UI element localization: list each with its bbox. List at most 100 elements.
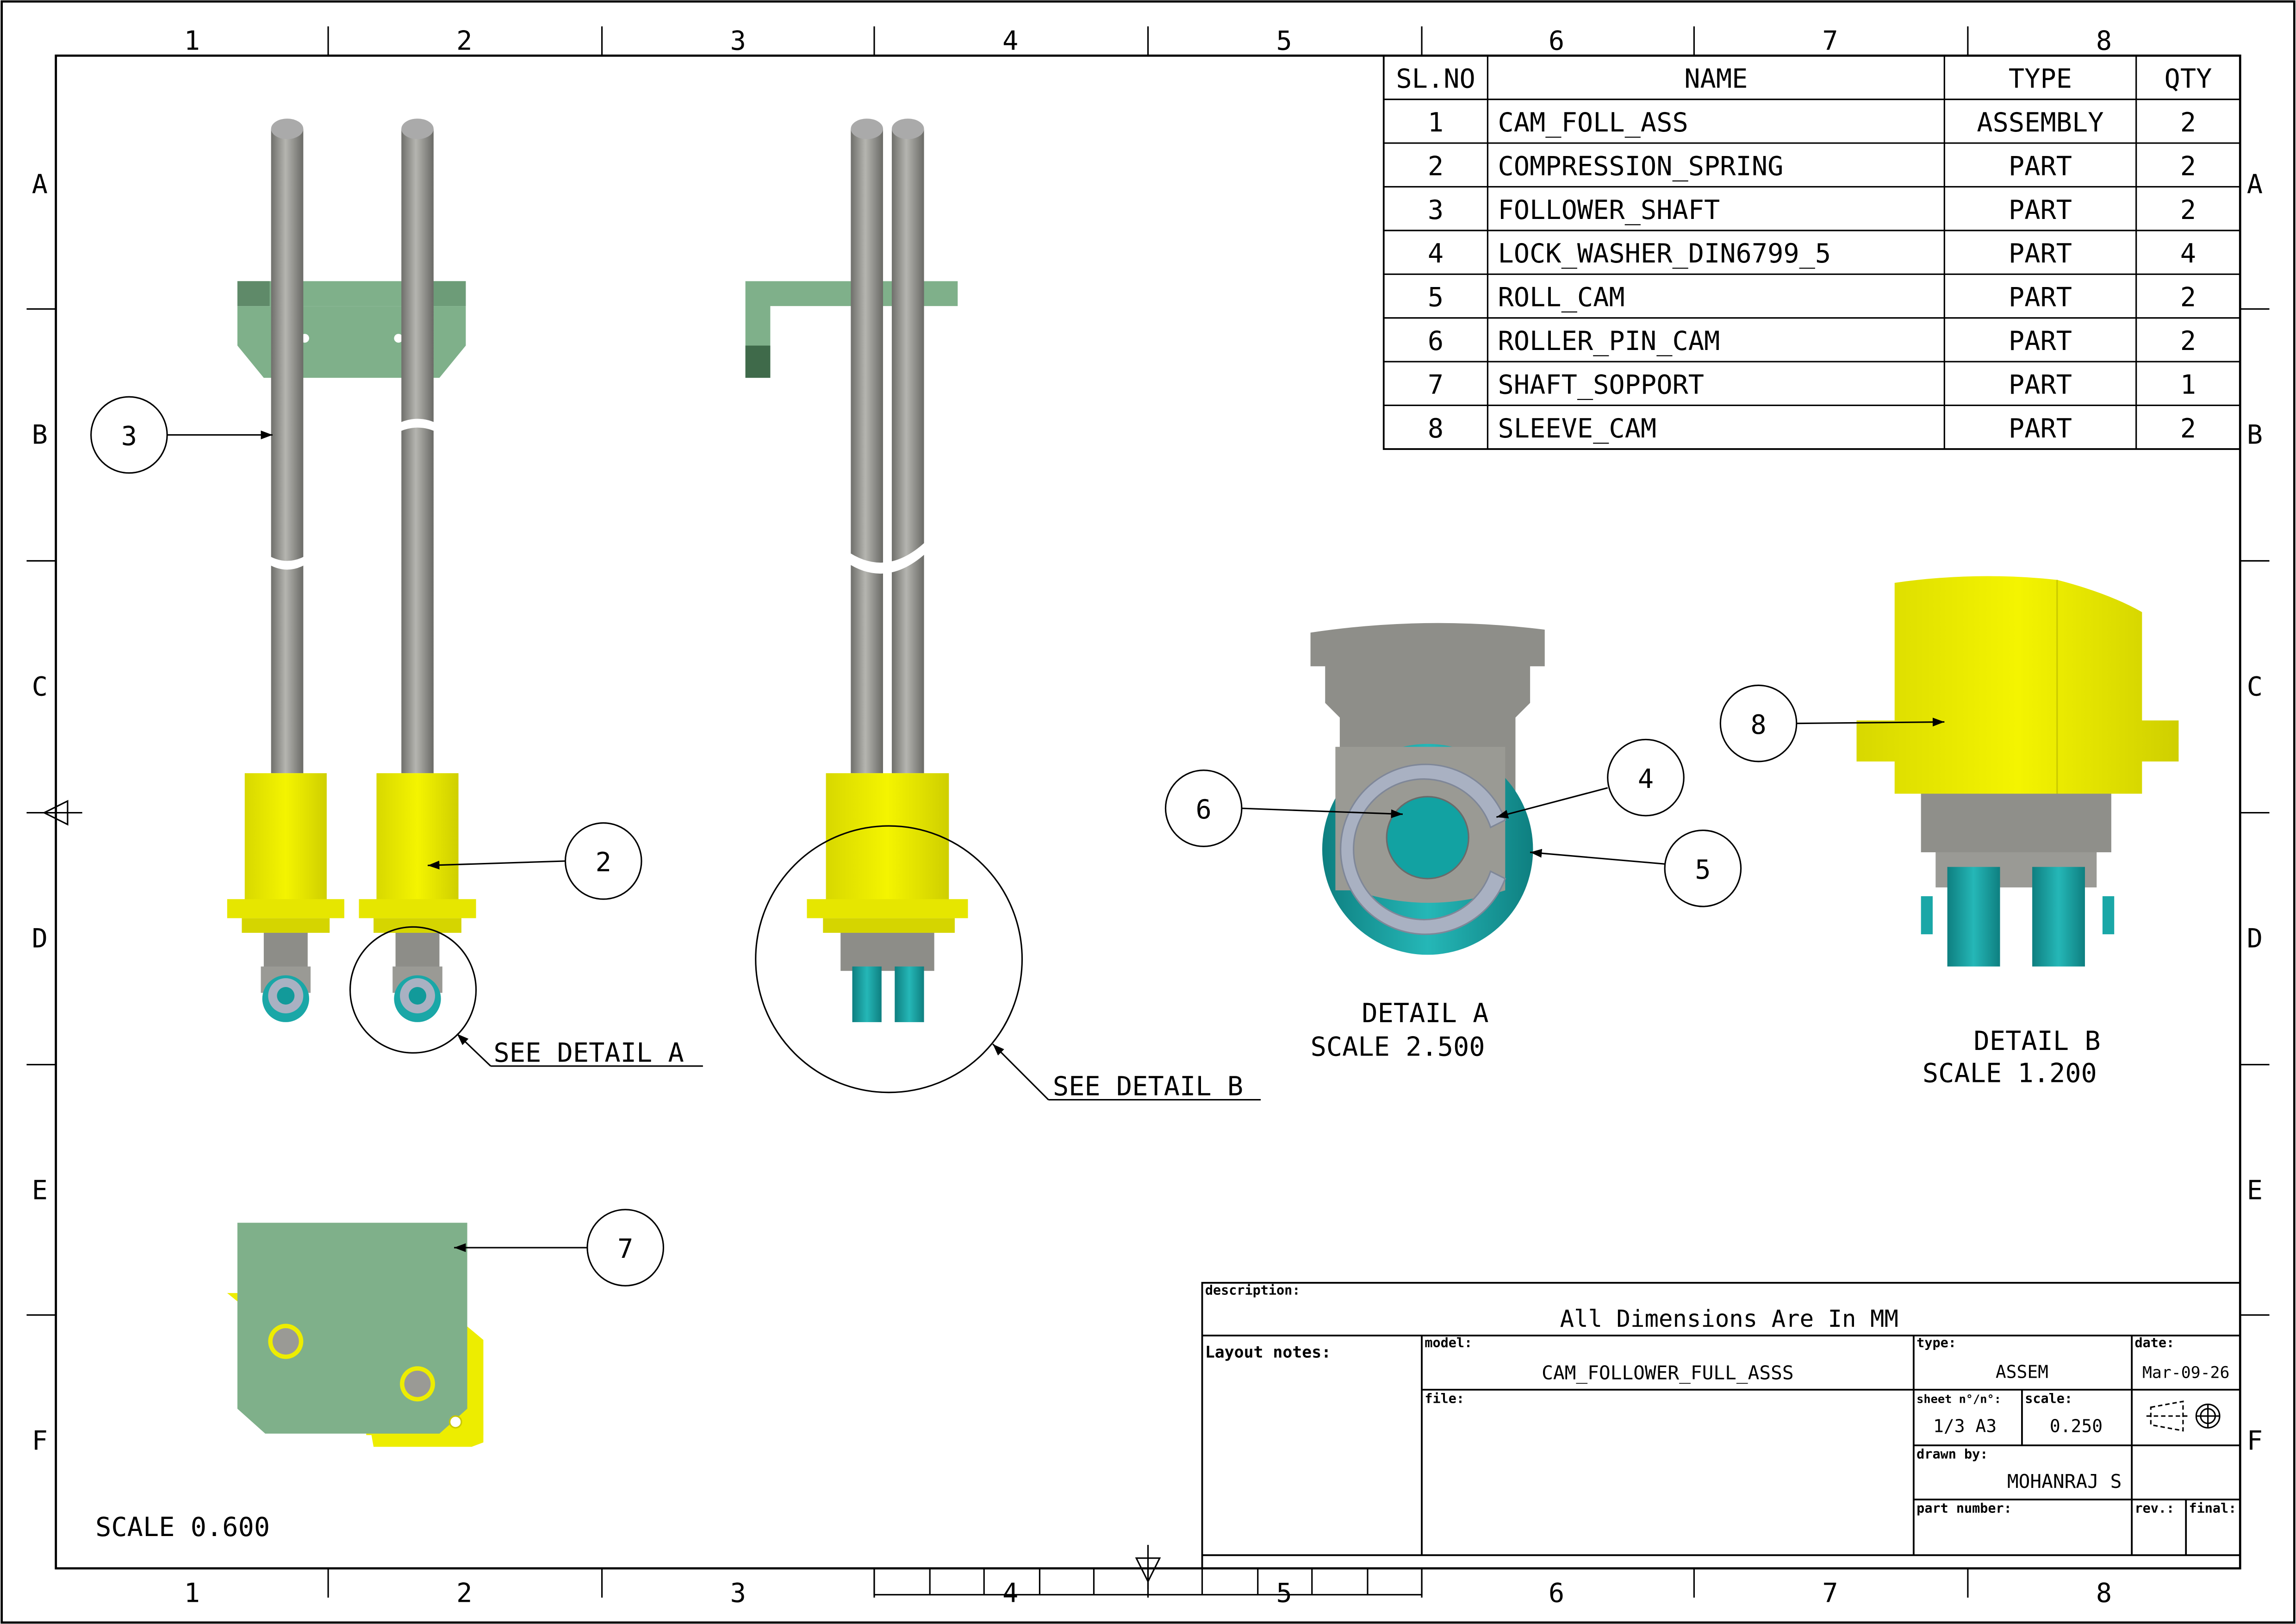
zone-column-label-7-top: 7 <box>1822 26 1838 56</box>
type-value: ASSEM <box>1996 1362 2048 1382</box>
bom-cell-qty: 2 <box>2180 326 2196 356</box>
zone-row-label-A-right: A <box>2247 169 2263 200</box>
bom-cell-qty: 1 <box>2180 370 2196 400</box>
zone-column-label-3-top: 3 <box>730 26 746 56</box>
follower-shaft-left <box>265 119 309 774</box>
bom-cell-type: PART <box>2009 413 2072 444</box>
detail-b-callout-circle <box>755 825 1023 1093</box>
detail-b-title: DETAIL B <box>1974 1026 2101 1056</box>
drawn-by-label: drawn by: <box>1916 1447 1988 1462</box>
balloon-4: 4 <box>1496 738 1685 818</box>
zone-column-label-6-top: 6 <box>1549 26 1564 56</box>
bom-cell-name: CAM_FOLL_ASS <box>1498 107 1688 138</box>
bom-cell-sl-no: 3 <box>1428 195 1444 225</box>
bom-cell-sl-no: 1 <box>1428 107 1444 138</box>
svg-text:3: 3 <box>121 421 137 452</box>
zone-column-label-8-bottom: 8 <box>2096 1578 2112 1609</box>
front-view: SEE DETAIL A <box>227 119 703 1068</box>
bom-header-qty: QTY <box>2165 64 2212 94</box>
title-block: description: All Dimensions Are In MM La… <box>1201 1282 2241 1569</box>
bom-cell-qty: 2 <box>2180 413 2196 444</box>
sheet-label: sheet n°/n°: <box>1916 1392 2001 1405</box>
zone-row-label-B-right: B <box>2247 419 2263 450</box>
balloon-8: 8 <box>1719 684 1945 762</box>
bom-cell-sl-no: 8 <box>1428 413 1444 444</box>
date-label: date: <box>2135 1335 2175 1350</box>
zone-column-label-2-bottom: 2 <box>456 1578 472 1609</box>
zone-column-label-7-bottom: 7 <box>1822 1578 1838 1609</box>
lock-washer <box>1340 763 1506 935</box>
file-label: file: <box>1425 1391 1464 1406</box>
final-label: final: <box>2189 1501 2237 1516</box>
zone-row-label-A-left: A <box>32 169 48 200</box>
description-label: description: <box>1205 1282 1300 1298</box>
top-view-shaft-support <box>227 1223 484 1447</box>
bom-cell-sl-no: 5 <box>1428 282 1444 313</box>
scale-value: 0.250 <box>2050 1416 2103 1437</box>
zone-column-label-2-top: 2 <box>456 26 472 56</box>
bom-cell-type: PART <box>2009 326 2072 356</box>
detail-a-view: DETAIL A SCALE 2.500 <box>1310 623 1545 1062</box>
detail-a-title: DETAIL A <box>1362 998 1488 1029</box>
zone-column-label-5-bottom: 5 <box>1276 1578 1292 1609</box>
bottom-ruler <box>873 1568 1423 1596</box>
bom-header-name: NAME <box>1684 64 1748 94</box>
zone-column-label-8-top: 8 <box>2096 26 2112 56</box>
zone-column-label-1-top: 1 <box>184 26 200 56</box>
zone-row-label-F-left: F <box>32 1426 48 1456</box>
zone-row-label-B-left: B <box>32 419 48 450</box>
compression-spring-left <box>227 773 344 933</box>
part-number-label: part number: <box>1916 1501 2012 1516</box>
svg-text:6: 6 <box>1196 794 1212 825</box>
zone-column-label-4-bottom: 4 <box>1002 1578 1018 1609</box>
zone-column-label-3-bottom: 3 <box>730 1578 746 1609</box>
bom-cell-qty: 2 <box>2180 195 2196 225</box>
bom-cell-type: PART <box>2009 151 2072 181</box>
model-value: CAM_FOLLOWER_FULL_ASSS <box>1542 1362 1793 1384</box>
svg-text:2: 2 <box>596 847 611 878</box>
bom-cell-sl-no: 7 <box>1428 370 1444 400</box>
roller-left <box>261 932 311 1022</box>
detail-b-view: DETAIL B SCALE 1.200 <box>1856 576 2179 1089</box>
zone-row-label-F-right: F <box>2247 1426 2263 1456</box>
svg-text:8: 8 <box>1750 710 1766 740</box>
compression-spring-right <box>359 773 476 933</box>
zone-column-label-4-top: 4 <box>1002 26 1018 56</box>
sleeve-cam <box>1856 576 2179 794</box>
detail-b-scale: SCALE 1.200 <box>1923 1058 2097 1089</box>
bom-cell-name: LOCK_WASHER_DIN6799_5 <box>1498 238 1831 269</box>
roller-pin <box>1386 796 1469 880</box>
bom-cell-name: FOLLOWER_SHAFT <box>1498 195 1720 225</box>
leader-see-detail-b <box>993 1044 1261 1101</box>
see-detail-b-label: SEE DETAIL B <box>1053 1071 1243 1102</box>
svg-text:7: 7 <box>617 1234 633 1264</box>
bom-cell-sl-no: 2 <box>1428 151 1444 181</box>
see-detail-a-label: SEE DETAIL A <box>494 1037 684 1068</box>
svg-text:5: 5 <box>1695 855 1711 885</box>
side-view: SEE DETAIL B <box>745 119 1261 1102</box>
model-label: model: <box>1425 1335 1472 1350</box>
zone-column-label-5-top: 5 <box>1276 26 1292 56</box>
zone-column-label-1-bottom: 1 <box>184 1578 200 1609</box>
zone-row-label-E-left: E <box>32 1175 48 1206</box>
zone-row-label-E-right: E <box>2247 1175 2263 1206</box>
main-scale-label: SCALE 0.600 <box>95 1512 270 1543</box>
zone-row-label-D-right: D <box>2247 924 2263 954</box>
bom-cell-qty: 2 <box>2180 107 2196 138</box>
projection-symbol-icon <box>2146 1400 2221 1432</box>
bom-header-sl-no: SL.NO <box>1396 64 1475 94</box>
follower-shaft-right <box>395 119 440 774</box>
bom-cell-type: PART <box>2009 238 2072 269</box>
detail-a-callout-circle <box>349 926 477 1054</box>
zone-row-label-C-left: C <box>32 672 48 702</box>
bom-cell-qty: 2 <box>2180 282 2196 313</box>
svg-text:4: 4 <box>1638 764 1654 794</box>
